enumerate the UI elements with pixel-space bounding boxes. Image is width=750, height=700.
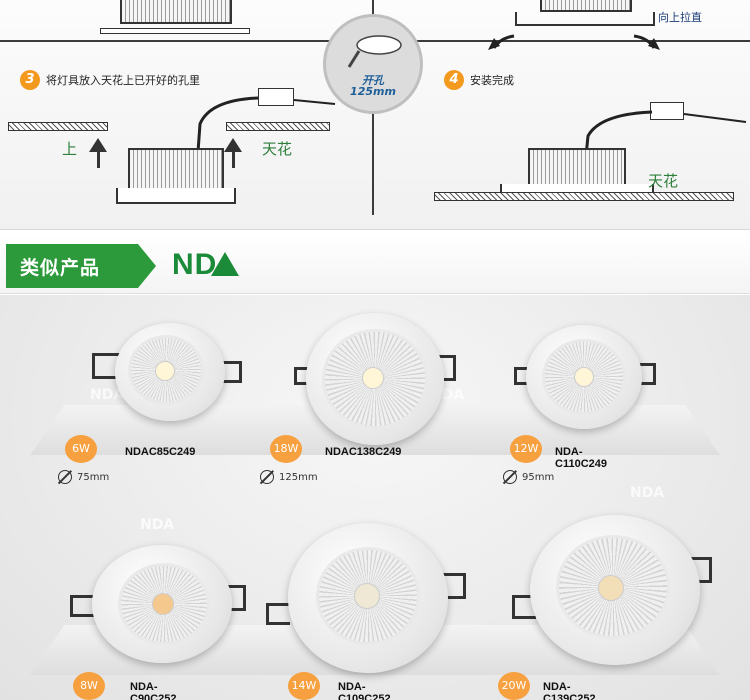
- up-arrow-icon: [89, 138, 107, 152]
- wattage-badge: 20W: [498, 672, 530, 700]
- hole-saw-icon: [347, 35, 402, 68]
- watermark: NDA: [630, 485, 665, 501]
- spring-clip: [218, 361, 242, 383]
- products-grid: NDA NDA NDA NDA 6W NDAC85C249 75mm 18W N…: [0, 295, 750, 700]
- lamp-flange-step3: [116, 188, 236, 204]
- step2-ceiling: [100, 28, 250, 34]
- ceiling-label-right: 天花: [648, 172, 679, 190]
- up-arrow-icon: [224, 138, 242, 152]
- product-model: NDA-C110C249: [555, 446, 607, 470]
- similar-products-header: 类似产品 ND: [0, 236, 750, 294]
- pull-arrow-left-icon: [488, 34, 515, 50]
- step2-housing: [120, 0, 232, 24]
- spring-clip: [690, 557, 712, 583]
- cable-icon: [584, 110, 747, 157]
- step-4: 4 安装完成: [444, 70, 514, 90]
- diameter-icon: [58, 470, 72, 484]
- diameter-icon: [503, 470, 517, 484]
- wattage-badge: 8W: [73, 672, 105, 700]
- spring-clip: [514, 367, 536, 385]
- pull-arrow-right-icon: [633, 34, 660, 50]
- spring-clip: [222, 585, 246, 611]
- ceiling-right: [226, 122, 330, 131]
- spring-clip: [440, 573, 466, 599]
- watermark: NDA: [140, 517, 175, 533]
- watermark: NDA: [90, 387, 125, 403]
- similar-products-tab: 类似产品: [6, 244, 156, 288]
- wattage-badge: 12W: [510, 435, 542, 463]
- spring-clip: [92, 353, 124, 379]
- diameter-value: 125mm: [279, 471, 318, 483]
- wattage-badge: 18W: [270, 435, 302, 463]
- hole-size: 125mm: [350, 85, 396, 98]
- product-diameter: 95mm: [503, 470, 554, 484]
- step-number: 3: [20, 70, 40, 90]
- ceiling-installed: [434, 192, 734, 201]
- step-number: 4: [444, 70, 464, 90]
- hole-label: 开孔: [362, 74, 384, 87]
- product-model: NDA-C90C252: [130, 681, 177, 700]
- cable-icon: [196, 96, 336, 153]
- ceiling-left: [8, 122, 108, 131]
- hole-size-badge: 开孔 125mm: [323, 14, 423, 114]
- lamp-housing-step4: [528, 148, 626, 186]
- similar-products-title: 类似产品: [20, 257, 101, 279]
- up-label: 上: [62, 140, 78, 158]
- spring-clip: [70, 595, 94, 617]
- step-pull-frame: [515, 12, 655, 26]
- ceiling-label-left: 天花: [262, 140, 293, 158]
- step-text: 安装完成: [470, 74, 514, 87]
- spring-clip: [266, 603, 290, 625]
- product-diameter: 75mm: [58, 470, 109, 484]
- spring-clip: [636, 363, 656, 385]
- diameter-icon: [260, 470, 274, 484]
- installation-diagram: 向上拉直 开孔 125mm 3 将灯具放入天花上已开好的孔里 上 天花 4 安装…: [0, 0, 750, 230]
- diameter-value: 95mm: [522, 471, 555, 483]
- product-diameter: 125mm: [260, 470, 318, 484]
- driver-box: [258, 88, 294, 106]
- brand-name: ND: [172, 248, 218, 281]
- wattage-badge: 14W: [288, 672, 320, 700]
- lamp-housing-step3: [128, 148, 224, 190]
- spring-clip: [512, 595, 536, 619]
- step-text: 将灯具放入天花上已开好的孔里: [46, 74, 200, 87]
- brand-triangle-icon: [211, 252, 240, 276]
- step-pull-housing: [540, 0, 632, 12]
- product-model: NDAC85C249: [125, 446, 196, 458]
- direction-text: 向上拉直: [658, 11, 702, 24]
- brand-logo: ND: [172, 248, 240, 281]
- wattage-badge: 6W: [65, 435, 97, 463]
- step-3: 3 将灯具放入天花上已开好的孔里: [20, 70, 200, 90]
- product-model: NDA-C139C252: [543, 681, 596, 700]
- diameter-value: 75mm: [77, 471, 110, 483]
- product-model: NDA-C109C252: [338, 681, 391, 700]
- product-model: NDAC138C249: [325, 446, 402, 458]
